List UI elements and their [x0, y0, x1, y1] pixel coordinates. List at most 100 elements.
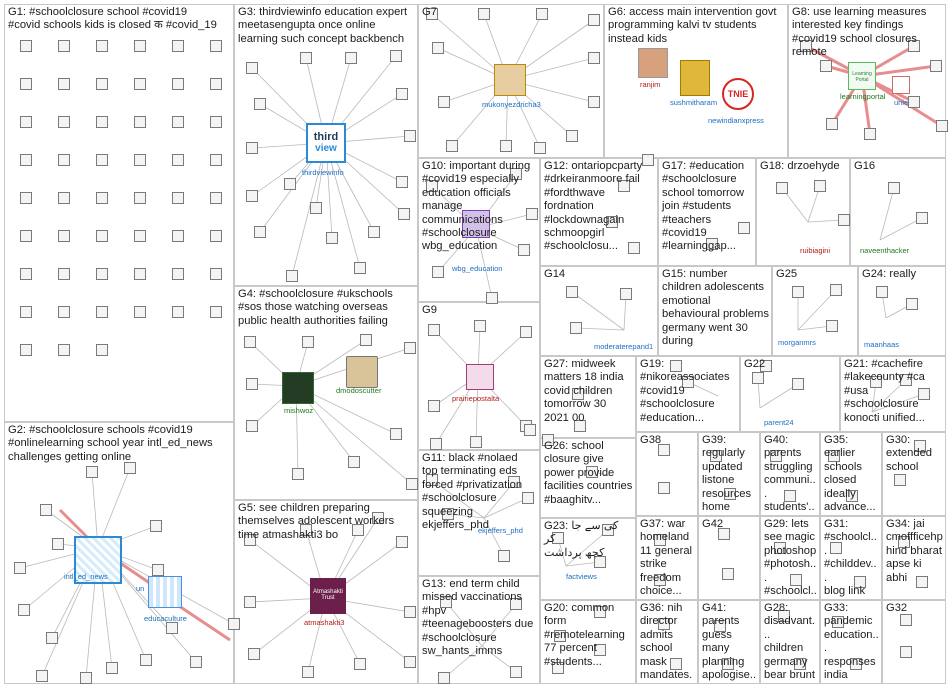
user-node[interactable]: [470, 436, 482, 448]
user-node[interactable]: [654, 534, 666, 546]
user-node[interactable]: [210, 116, 222, 128]
user-node[interactable]: [486, 292, 498, 304]
user-node[interactable]: [724, 488, 736, 500]
user-node[interactable]: [594, 644, 606, 656]
user-node[interactable]: [404, 130, 416, 142]
user-node[interactable]: [898, 536, 910, 548]
user-node[interactable]: [134, 230, 146, 242]
user-node[interactable]: [738, 222, 750, 234]
user-node[interactable]: [428, 400, 440, 412]
user-node[interactable]: [58, 154, 70, 166]
user-node[interactable]: [172, 192, 184, 204]
user-node[interactable]: [20, 230, 32, 242]
user-node[interactable]: [916, 212, 928, 224]
user-node[interactable]: [792, 378, 804, 390]
user-node[interactable]: [838, 214, 850, 226]
user-node[interactable]: [150, 520, 162, 532]
user-node[interactable]: [58, 116, 70, 128]
user-node[interactable]: [20, 116, 32, 128]
user-node[interactable]: [916, 576, 928, 588]
user-node[interactable]: [524, 424, 536, 436]
user-node[interactable]: [774, 542, 786, 554]
user-node[interactable]: [20, 78, 32, 90]
user-node[interactable]: [52, 538, 64, 550]
user-node[interactable]: [172, 268, 184, 280]
user-node[interactable]: [642, 154, 654, 166]
user-node[interactable]: [172, 306, 184, 318]
user-node[interactable]: [354, 658, 366, 670]
user-node[interactable]: [534, 142, 546, 154]
user-node[interactable]: [58, 344, 70, 356]
user-node[interactable]: [248, 648, 260, 660]
user-node[interactable]: [906, 298, 918, 310]
user-node[interactable]: [404, 342, 416, 354]
tnie-logo[interactable]: TNIE: [722, 78, 754, 110]
user-node[interactable]: [826, 118, 838, 130]
user-node[interactable]: [654, 574, 666, 586]
user-node[interactable]: [930, 60, 942, 72]
user-node[interactable]: [446, 140, 458, 152]
user-node[interactable]: [354, 262, 366, 274]
user-node[interactable]: [140, 654, 152, 666]
user-node[interactable]: [190, 656, 202, 668]
user-node[interactable]: [134, 116, 146, 128]
user-node[interactable]: [310, 202, 322, 214]
user-node[interactable]: [166, 622, 178, 634]
user-node[interactable]: [210, 230, 222, 242]
user-node[interactable]: [254, 226, 266, 238]
user-node[interactable]: [850, 658, 862, 670]
user-node[interactable]: [58, 78, 70, 90]
user-node[interactable]: [80, 672, 92, 684]
sushmitharam-avatar[interactable]: [680, 60, 710, 96]
user-node[interactable]: [284, 178, 296, 190]
user-node[interactable]: [246, 190, 258, 202]
user-node[interactable]: [908, 96, 920, 108]
user-node[interactable]: [776, 182, 788, 194]
user-node[interactable]: [210, 306, 222, 318]
user-node[interactable]: [86, 466, 98, 478]
user-node[interactable]: [172, 40, 184, 52]
user-node[interactable]: [345, 52, 357, 64]
user-node[interactable]: [846, 490, 858, 502]
user-node[interactable]: [246, 420, 258, 432]
user-node[interactable]: [40, 504, 52, 516]
user-node[interactable]: [172, 154, 184, 166]
user-node[interactable]: [430, 438, 442, 450]
user-node[interactable]: [244, 596, 256, 608]
learningportal-logo[interactable]: Learning Portal: [848, 62, 876, 90]
user-node[interactable]: [628, 242, 640, 254]
user-node[interactable]: [360, 334, 372, 346]
user-node[interactable]: [828, 450, 840, 462]
user-node[interactable]: [326, 232, 338, 244]
user-node[interactable]: [790, 574, 802, 586]
user-node[interactable]: [292, 468, 304, 480]
user-node[interactable]: [722, 658, 734, 670]
user-node[interactable]: [96, 268, 108, 280]
user-node[interactable]: [58, 40, 70, 52]
user-node[interactable]: [854, 576, 866, 588]
user-node[interactable]: [428, 324, 440, 336]
ranjim-avatar[interactable]: [638, 48, 668, 78]
user-node[interactable]: [718, 528, 730, 540]
user-node[interactable]: [510, 666, 522, 678]
mishwoz-avatar[interactable]: [282, 372, 314, 404]
user-node[interactable]: [134, 40, 146, 52]
user-node[interactable]: [36, 670, 48, 682]
user-node[interactable]: [566, 286, 578, 298]
user-node[interactable]: [246, 142, 258, 154]
user-node[interactable]: [542, 434, 554, 446]
user-node[interactable]: [814, 180, 826, 192]
user-node[interactable]: [432, 42, 444, 54]
user-node[interactable]: [588, 96, 600, 108]
user-node[interactable]: [894, 474, 906, 486]
user-node[interactable]: [594, 606, 606, 618]
user-node[interactable]: [406, 478, 418, 490]
user-node[interactable]: [432, 266, 444, 278]
mukonyezdricha-avatar[interactable]: [494, 64, 526, 96]
user-node[interactable]: [588, 52, 600, 64]
user-node[interactable]: [778, 610, 790, 622]
user-node[interactable]: [210, 268, 222, 280]
user-node[interactable]: [770, 450, 782, 462]
user-node[interactable]: [658, 618, 670, 630]
user-node[interactable]: [96, 40, 108, 52]
